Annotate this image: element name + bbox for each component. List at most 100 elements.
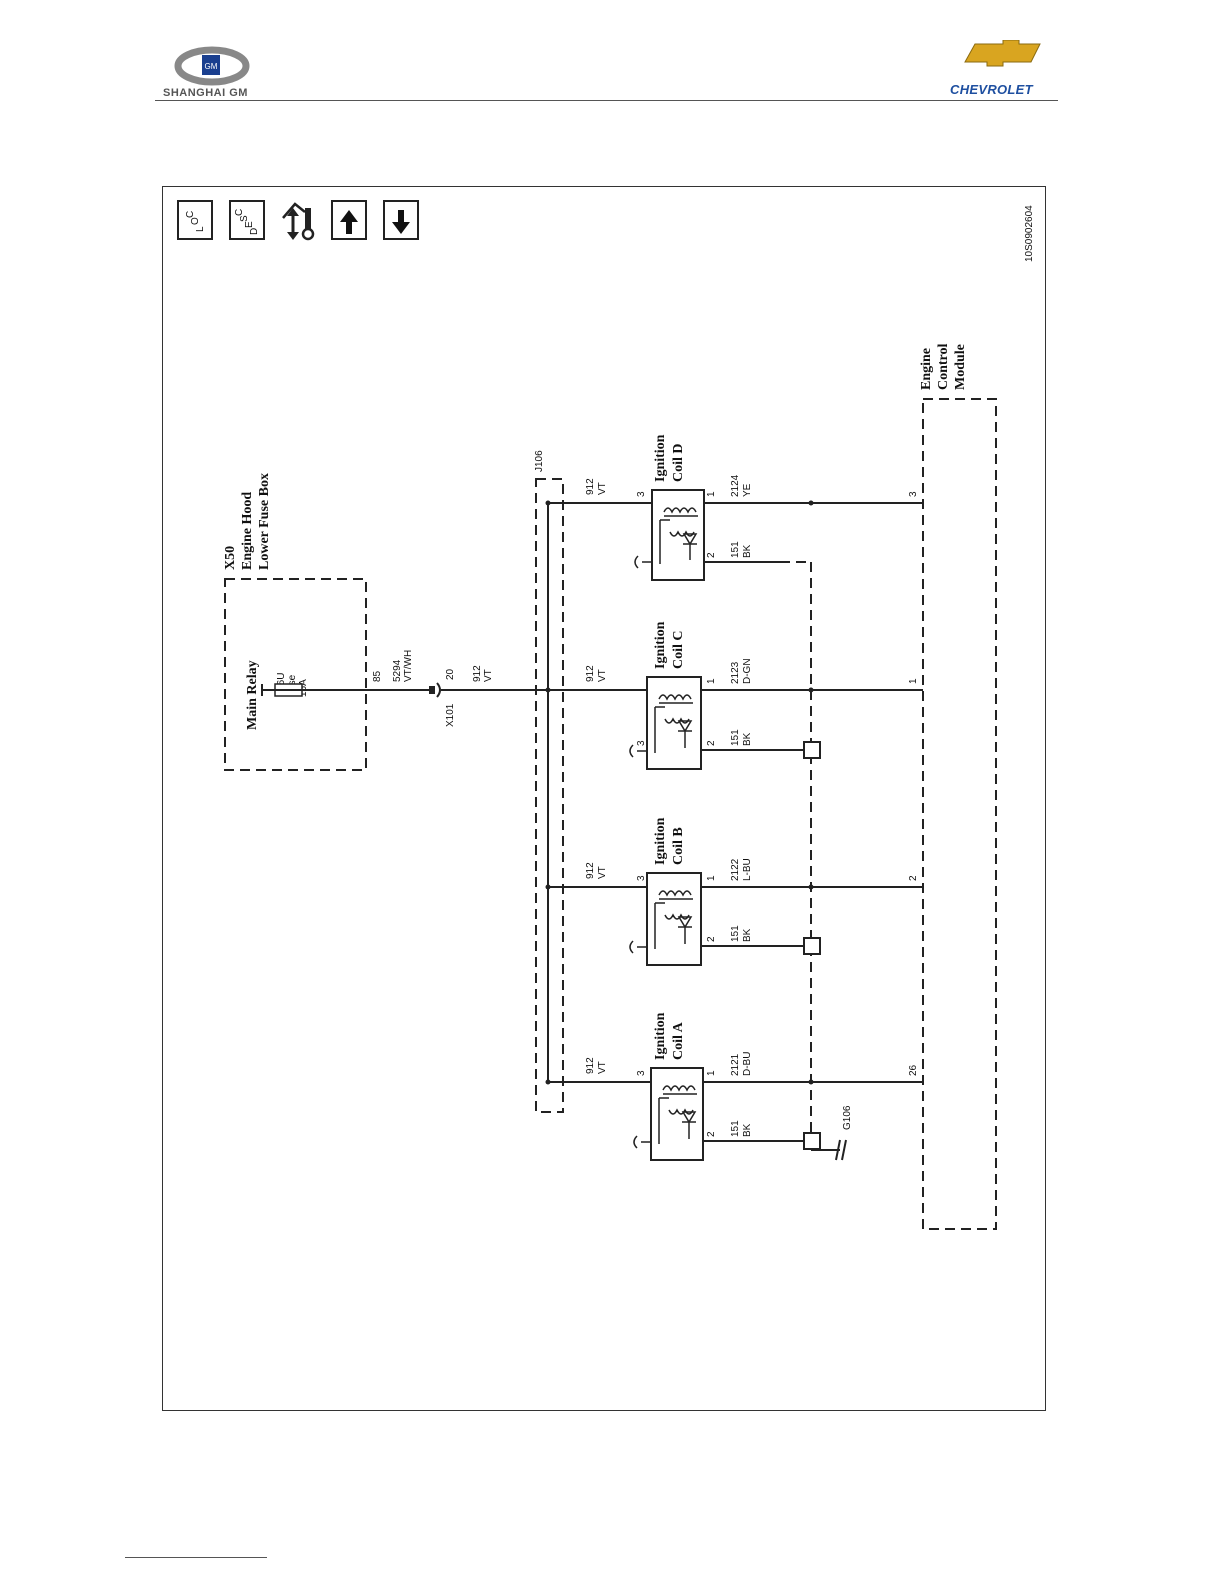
coil-signal-color: D-BU (742, 1052, 753, 1076)
coil-pin-feed: 3 (636, 875, 647, 881)
coil-title-2: Coil C (671, 631, 686, 670)
fuse-box-outline (224, 578, 367, 771)
spark-plug-icon (629, 744, 647, 758)
arrow-down-button[interactable] (383, 200, 419, 240)
coil-title-1: Ignition (653, 434, 668, 482)
loc-c: C (185, 211, 196, 218)
arrow-up-icon (340, 210, 358, 234)
splice-outline (535, 478, 564, 1113)
coil-title-2: Coil D (671, 444, 686, 483)
chevrolet-logo (945, 39, 1060, 98)
ecm-line-2: Control (936, 343, 951, 390)
coil-internal-lead (658, 1097, 669, 1144)
coil-ground-color: BK (742, 1123, 753, 1137)
crossing-dot (808, 1079, 814, 1085)
splice-dot (545, 687, 551, 693)
coil-secondary-icon (664, 913, 690, 920)
coil-ground-color: BK (742, 928, 753, 942)
main-relay-label: Main Relay (245, 660, 260, 730)
diagram-frame (162, 186, 1046, 1411)
coil-winding-icon (662, 1085, 696, 1092)
feed-after-circuit: 912 (472, 665, 483, 682)
footer-rule (125, 1557, 267, 1558)
coil-feed-circuit: 912 (585, 665, 596, 682)
coil-winding-icon (663, 507, 697, 514)
coil-winding-icon (658, 694, 692, 701)
feed-after-color: VT (483, 669, 494, 682)
coil-ground-circuit: 151 (730, 541, 741, 558)
fuse-line-3: 15A (298, 679, 309, 697)
ecm-line-1: Engine (919, 348, 934, 390)
loc-l: L (195, 226, 206, 232)
diode-icon (682, 533, 698, 546)
loc-o: O (190, 217, 201, 225)
spark-plug-icon (634, 555, 652, 569)
diode-icon (681, 1111, 697, 1124)
ecm-pin-label: 26 (908, 1064, 919, 1076)
coil-signal-circuit: 2121 (730, 1053, 741, 1076)
coil-pin-signal: 1 (706, 678, 717, 684)
coil-signal-circuit: 2122 (730, 858, 741, 881)
fuse-box-label: X50 Engine Hood Lower Fuse Box (223, 473, 272, 570)
coil-pin-ground: 2 (706, 936, 717, 942)
spark-plug-icon (629, 940, 647, 954)
coil-feed-circuit: 912 (585, 1057, 596, 1074)
diode-icon (677, 916, 693, 929)
coil-internal-lead (654, 706, 665, 753)
arrow-up-button[interactable] (331, 200, 367, 240)
ecm-line-3: Module (953, 344, 968, 390)
desc-e: E (244, 221, 255, 228)
coil-box (646, 872, 702, 966)
desc-button[interactable]: D E S C (229, 200, 265, 240)
ecm-pin-label: 1 (908, 678, 919, 684)
coil-ground-circuit: 151 (730, 729, 741, 746)
coil-winding-icon (658, 890, 692, 897)
splice-label: J106 (534, 450, 545, 472)
feed-circuit-label: 5294 (392, 659, 403, 682)
loc-button[interactable]: L O C (177, 200, 213, 240)
main-relay-icon (261, 684, 274, 696)
crossing-dot (808, 500, 814, 506)
coil-pin-ground: 2 (706, 740, 717, 746)
coil-feed-circuit: 912 (585, 478, 596, 495)
coil-pin-signal: 1 (706, 875, 717, 881)
feed-color-label: VT/WH (403, 650, 414, 682)
fuse-box-line-1: X50 (223, 546, 238, 570)
coil-feed-color: VT (597, 866, 608, 879)
shanghai-gm-logo: GM (160, 44, 270, 102)
service-tool-icon[interactable] (277, 198, 323, 242)
coil-feed-color: VT (597, 482, 608, 495)
ground-splice-square (803, 937, 821, 955)
ecm-pin-label: 3 (908, 491, 919, 497)
crossing-dot (808, 687, 814, 693)
splice-dot (545, 1079, 551, 1085)
spark-plug-icon (633, 1135, 651, 1149)
coil-signal-circuit: 2123 (730, 661, 741, 684)
diode-icon (677, 720, 693, 733)
coil-title-1: Ignition (653, 1012, 668, 1060)
coil-title-2: Coil B (671, 827, 686, 865)
fuse-pin-label: 85 (372, 670, 383, 682)
coil-pin-signal: 1 (706, 491, 717, 497)
coil-title-2: Coil A (671, 1021, 686, 1060)
coil-ground-color: BK (742, 732, 753, 746)
coil-pin-feed: 3 (636, 1070, 647, 1076)
coil-feed-color: VT (597, 1061, 608, 1074)
coil-ground-color: BK (742, 544, 753, 558)
coil-internal-lead (659, 519, 670, 564)
shanghai-gm-text: SHANGHAI GM (163, 87, 248, 99)
ecm-pin-label: 2 (908, 875, 919, 881)
coil-ground-circuit: 151 (730, 925, 741, 942)
coil-secondary-icon (669, 530, 695, 537)
header-rule (155, 100, 1058, 101)
gm-badge-text: GM (205, 62, 218, 71)
desc-c: C (234, 209, 245, 216)
chevrolet-text: CHEVROLET (950, 82, 1033, 97)
ground-label: G106 (842, 1105, 853, 1130)
crossing-dot (808, 884, 814, 890)
coil-title-1: Ignition (653, 621, 668, 669)
